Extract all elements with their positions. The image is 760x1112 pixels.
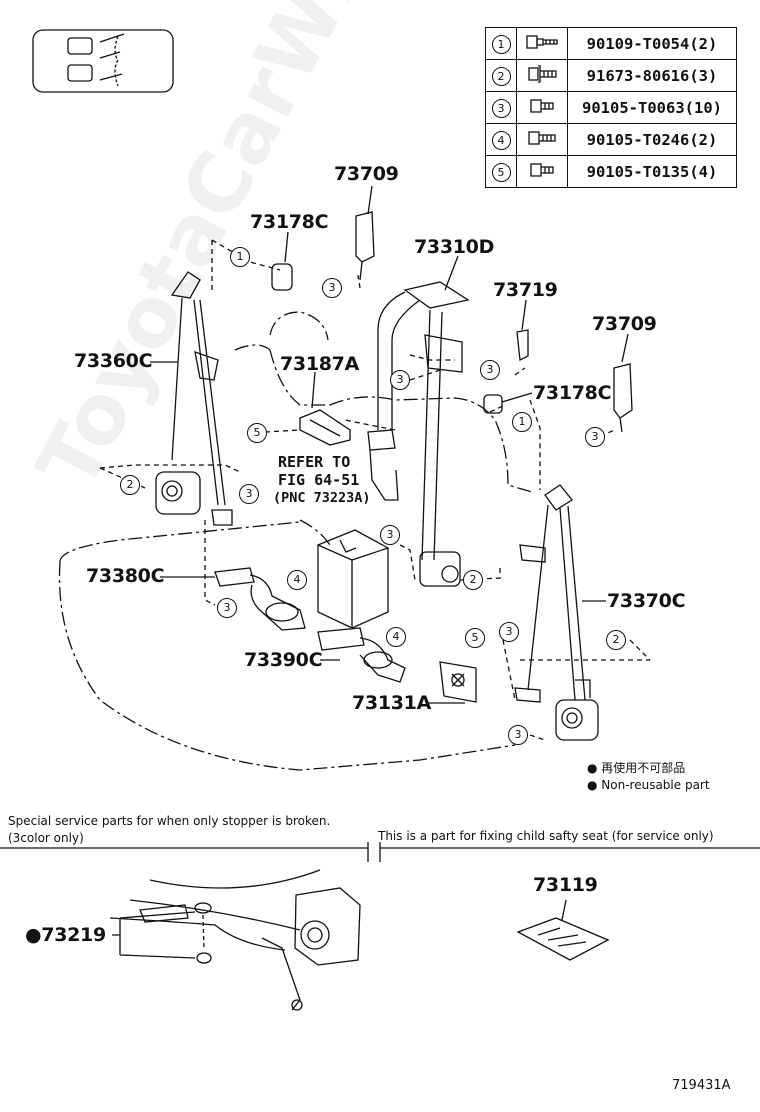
figure-id: 719431A bbox=[672, 1078, 731, 1093]
part-label-73178c: 73178C bbox=[533, 382, 612, 404]
callout-4: 4 bbox=[386, 627, 406, 647]
buckle-73390c-drawing bbox=[317, 627, 406, 683]
table-row: 3 90105-T0063(10) bbox=[485, 91, 737, 124]
callout-1: 1 bbox=[230, 247, 250, 267]
service-note-title: Special service parts for when only stop… bbox=[8, 814, 331, 828]
hex-bolt-icon bbox=[516, 155, 568, 188]
part-number: 91673-80616(3) bbox=[567, 59, 737, 92]
table-row: 4 90105-T0246(2) bbox=[485, 123, 737, 156]
seat-outline bbox=[234, 311, 533, 493]
plate-73119-drawing bbox=[516, 899, 610, 961]
callout-5: 5 bbox=[247, 423, 267, 443]
part-label-73380c: 73380C bbox=[86, 565, 165, 587]
fastener-table: 1 90109-T0054(2) 2 91673-80616(3) 3 9010… bbox=[485, 27, 737, 188]
anchor-73131a-drawing bbox=[439, 661, 477, 703]
callout-4: 4 bbox=[287, 570, 307, 590]
refer-note-line-3: (PNC 73223A) bbox=[273, 490, 371, 506]
callout-3: 3 bbox=[322, 278, 342, 298]
child-seat-note: This is a part for fixing child safty se… bbox=[378, 829, 714, 843]
callout-1: 1 bbox=[512, 412, 532, 432]
callout-3: 3 bbox=[380, 525, 400, 545]
bracket-73709a-drawing bbox=[355, 211, 375, 281]
table-row: 2 91673-80616(3) bbox=[485, 59, 737, 92]
stopper-detail-73219 bbox=[109, 869, 361, 1011]
floor-outline bbox=[58, 519, 516, 771]
part-number: 90109-T0054(2) bbox=[567, 27, 737, 60]
belt-73370c-drawing bbox=[514, 484, 599, 741]
belt-73360c-drawing bbox=[155, 271, 233, 526]
callout-3: 3 bbox=[499, 622, 519, 642]
buckle-73380c-drawing bbox=[214, 567, 306, 631]
long-bolt-icon bbox=[516, 123, 568, 156]
service-note-sub: (3color only) bbox=[8, 831, 84, 845]
part-label-73360c: 73360C bbox=[74, 350, 153, 372]
control-module-drawing bbox=[317, 529, 389, 629]
part-label-73187a: 73187A bbox=[280, 353, 360, 375]
callout-3: 3 bbox=[508, 725, 528, 745]
part-label-73709: 73709 bbox=[334, 163, 399, 185]
table-row: 5 90105-T0135(4) bbox=[485, 155, 737, 188]
part-label-73131a: 73131A bbox=[352, 692, 432, 714]
legend-note-jp: ● 再使用不可部品 bbox=[587, 761, 686, 775]
cover-73178c-a-drawing bbox=[271, 263, 293, 291]
part-label-73709: 73709 bbox=[592, 313, 657, 335]
part-label-73119: 73119 bbox=[533, 874, 598, 896]
bracket-73709b-drawing bbox=[613, 363, 633, 433]
callout-3: 3 bbox=[217, 598, 237, 618]
guide-73187a-drawing bbox=[299, 409, 351, 446]
table-row: 1 90109-T0054(2) bbox=[485, 27, 737, 60]
part-number: 90105-T0063(10) bbox=[567, 91, 737, 124]
callout-2: 2 bbox=[606, 630, 626, 650]
callout-3: 3 bbox=[585, 427, 605, 447]
callout-2: 2 bbox=[463, 570, 483, 590]
bracket-73719-drawing bbox=[516, 329, 529, 362]
vehicle-locator-icon bbox=[32, 29, 174, 93]
legend-note-en: ● Non-reusable part bbox=[587, 778, 710, 792]
callout-3: 3 bbox=[480, 360, 500, 380]
callout-3: 3 bbox=[239, 484, 259, 504]
part-label-73390c: 73390C bbox=[244, 649, 323, 671]
part-label-73178c: 73178C bbox=[250, 211, 329, 233]
callout-5: 5 bbox=[465, 628, 485, 648]
belt-73310d-drawing bbox=[367, 281, 470, 587]
callout-2: 2 bbox=[120, 475, 140, 495]
cover-73178c-b-drawing bbox=[483, 394, 503, 414]
callout-3: 3 bbox=[390, 370, 410, 390]
refer-note-line-2: FIG 64-51 bbox=[278, 471, 360, 489]
part-label-73370c: 73370C bbox=[607, 590, 686, 612]
bolt-with-collar-icon bbox=[516, 27, 568, 60]
part-label-73719: 73719 bbox=[493, 279, 558, 301]
refer-note-line-1: REFER TO bbox=[278, 453, 351, 471]
part-number: 90105-T0135(4) bbox=[567, 155, 737, 188]
part-label-73310d: 73310D bbox=[414, 236, 495, 258]
part-number: 90105-T0246(2) bbox=[567, 123, 737, 156]
flange-bolt-icon bbox=[516, 59, 568, 92]
part-label-73219: ●73219 bbox=[25, 924, 106, 946]
hex-bolt-icon bbox=[516, 91, 568, 124]
